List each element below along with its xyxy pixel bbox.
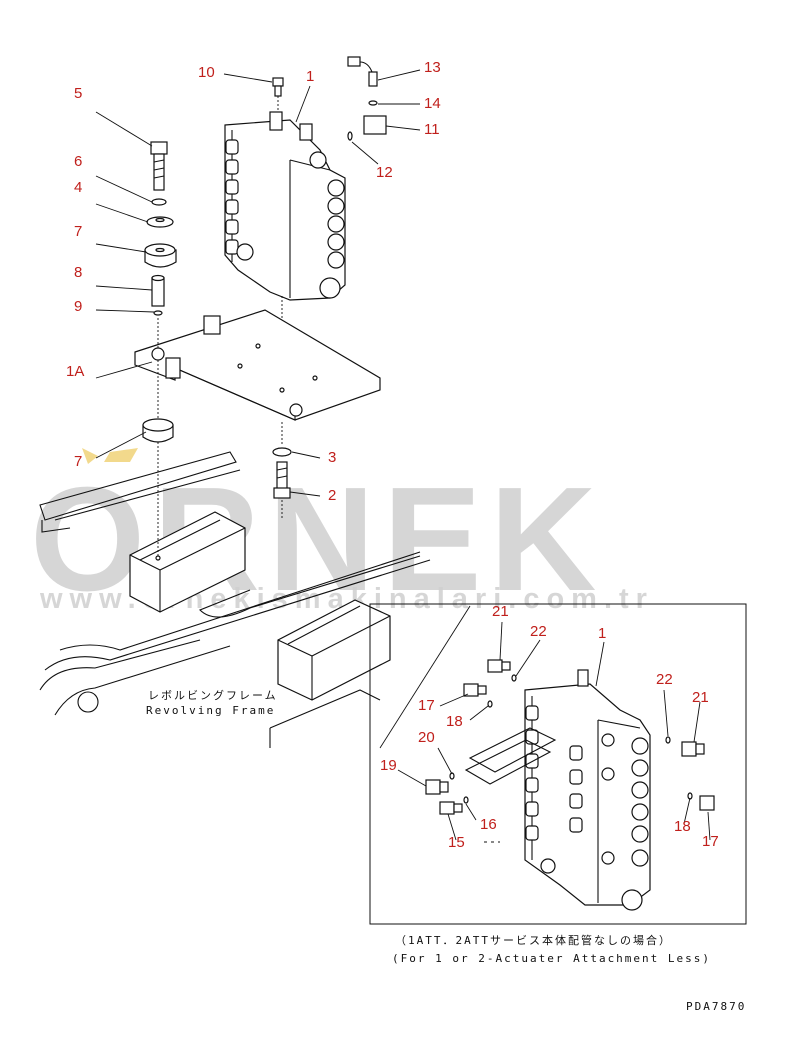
valve-spool-ports-right: [309, 151, 345, 299]
callout-14: 14: [424, 95, 441, 112]
watermark-brand: ORNEK: [30, 457, 604, 622]
callout-17-left: 17: [418, 697, 435, 714]
callout-1A: 1A: [66, 363, 84, 380]
callout-17-right: 17: [702, 833, 719, 850]
callout-1-inset: 1: [598, 625, 606, 642]
right-fastener-stack: [272, 422, 292, 520]
callout-2: 2: [328, 487, 336, 504]
callout-15: 15: [448, 834, 465, 851]
callout-11: 11: [424, 121, 440, 138]
callout-9: 9: [74, 298, 82, 315]
callout-4: 4: [74, 179, 82, 196]
callout-21-left: 21: [492, 603, 509, 620]
valve-spool-ports-left: [225, 139, 239, 255]
watermark-accent-mark: [82, 448, 138, 464]
callout-21-right: 21: [692, 689, 709, 706]
inset-spool-ports: [525, 669, 649, 911]
callout-3: 3: [328, 449, 336, 466]
left-fastener-stack: [142, 141, 177, 561]
callout-8: 8: [74, 264, 82, 281]
callout-13: 13: [424, 59, 441, 76]
callout-12: 12: [376, 164, 393, 181]
callout-6: 6: [74, 153, 82, 170]
callout-1-main: 1: [306, 68, 314, 85]
control-valve-main: [224, 111, 346, 301]
callout-7-bottom: 7: [74, 453, 82, 470]
callout-22-left: 22: [530, 623, 547, 640]
callout-5: 5: [74, 85, 82, 102]
inset-caption-jp: （1ATT．2ATTサービス本体配管なしの場合）: [395, 933, 672, 947]
inset-frame: [369, 603, 747, 925]
callout-7-top: 7: [74, 223, 82, 240]
drawing-code: PDA7870: [686, 1000, 746, 1013]
inset-caption-en: (For 1 or 2-Actuater Attachment Less): [392, 952, 711, 965]
frame-label-en: Revolving Frame: [146, 704, 275, 717]
mounting-plate-1A: [134, 309, 381, 421]
inset-detail: [369, 603, 747, 925]
watermark: ORNEK www.ornekismakinalari.com.tr: [30, 448, 647, 622]
callout-10: 10: [198, 64, 215, 81]
callout-18-right: 18: [674, 818, 691, 835]
callout-19: 19: [380, 757, 397, 774]
frame-label-jp: レボルビングフレーム: [148, 688, 278, 702]
callout-22-right: 22: [656, 671, 673, 688]
top-fittings: [272, 56, 387, 141]
callout-20: 20: [418, 729, 435, 746]
callout-16: 16: [480, 816, 497, 833]
callout-numbers: 10 1 13 14 11 12 5 6 4 7 8 9 1A 7 3 2 21…: [66, 59, 719, 851]
leader-lines-main: [95, 69, 421, 497]
callout-18-left: 18: [446, 713, 463, 730]
revolving-frame-drawing: [39, 451, 431, 748]
